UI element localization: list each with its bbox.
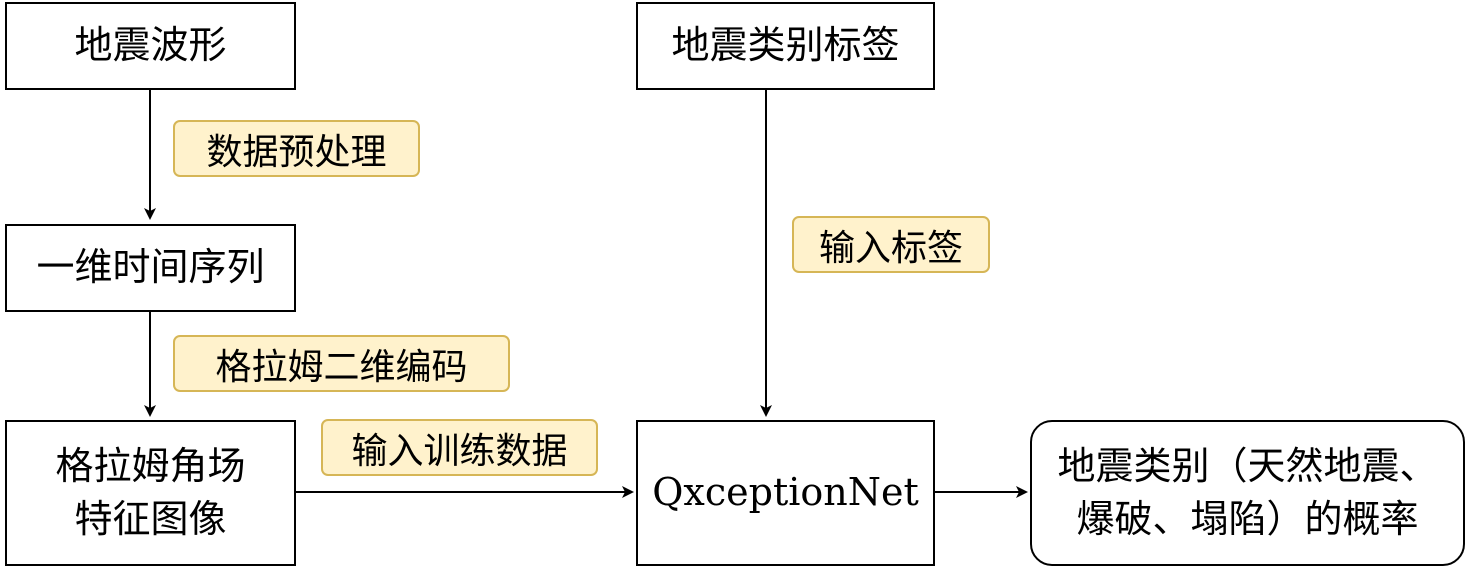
node-output-text: 地震类别（天然地震、 爆破、塌陷）的概率	[1057, 440, 1437, 546]
node-qxceptionnet: QxceptionNet	[636, 420, 935, 566]
node-seismic-class-labels-text: 地震类别标签	[671, 23, 900, 68]
node-seismic-class-labels: 地震类别标签	[636, 2, 935, 90]
edge-label-input-labels: 输入标签	[792, 216, 990, 273]
edge-label-preprocess: 数据预处理	[173, 120, 420, 177]
node-seismic-waveform: 地震波形	[5, 2, 296, 90]
node-gaf-feature-image-text: 格拉姆角场 特征图像	[55, 440, 245, 546]
node-class-probability-output: 地震类别（天然地震、 爆破、塌陷）的概率	[1030, 420, 1465, 566]
node-seismic-waveform-text: 地震波形	[74, 23, 227, 68]
edge-label-input-training-data-text: 输入训练数据	[351, 430, 568, 472]
edge-label-gaf-encode: 格拉姆二维编码	[173, 335, 510, 392]
node-gaf-feature-image: 格拉姆角场 特征图像	[5, 420, 296, 566]
node-1d-time-series: 一维时间序列	[5, 224, 296, 312]
node-gaf-line-1: 格拉姆角场	[55, 443, 246, 488]
node-1d-time-series-text: 一维时间序列	[36, 245, 265, 290]
edge-label-input-training-data: 输入训练数据	[321, 419, 598, 476]
node-output-line-2: 爆破、塌陷）的概率	[1076, 497, 1419, 541]
edge-label-gaf-encode-text: 格拉姆二维编码	[215, 346, 468, 388]
node-qxceptionnet-text: QxceptionNet	[652, 470, 919, 515]
edge-label-input-labels-text: 输入标签	[818, 227, 963, 269]
node-gaf-line-2: 特征图像	[74, 497, 227, 541]
node-output-line-1: 地震类别（天然地震、	[1057, 443, 1438, 488]
edge-label-preprocess-text: 数据预处理	[206, 131, 387, 173]
